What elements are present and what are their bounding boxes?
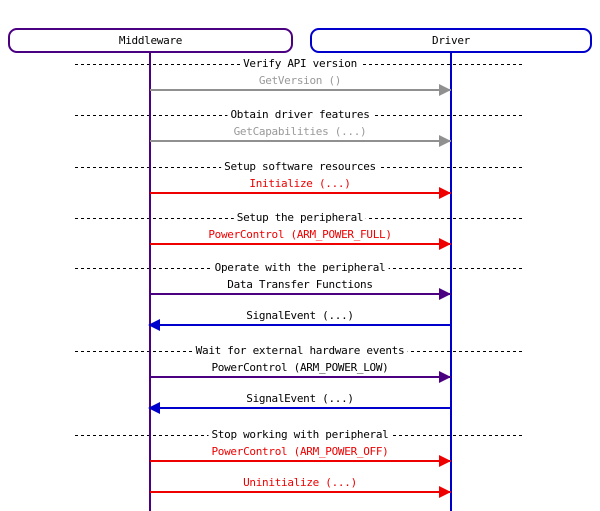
message-label: GetVersion () xyxy=(258,74,342,87)
message-line xyxy=(150,324,451,326)
message-label: GetCapabilities (...) xyxy=(233,125,367,138)
message-label: SignalEvent (...) xyxy=(246,309,354,322)
arrowhead-left-icon xyxy=(148,319,160,331)
message-label: PowerControl (ARM_POWER_OFF) xyxy=(211,445,389,458)
section-label: Wait for external hardware events xyxy=(192,343,408,358)
message-line xyxy=(150,89,451,91)
message-label: PowerControl (ARM_POWER_LOW) xyxy=(211,361,389,374)
message-line xyxy=(150,407,451,409)
actor-label-driver: Driver xyxy=(432,34,470,47)
arrowhead-right-icon xyxy=(439,455,451,467)
section-label: Setup the peripheral xyxy=(233,210,367,225)
message-line xyxy=(150,460,451,462)
section-label: Obtain driver features xyxy=(227,107,373,122)
message-line xyxy=(150,192,451,194)
arrowhead-right-icon xyxy=(439,187,451,199)
message-line xyxy=(150,293,451,295)
arrowhead-right-icon xyxy=(439,84,451,96)
message-label: PowerControl (ARM_POWER_FULL) xyxy=(208,228,392,241)
actor-box-middleware: Middleware xyxy=(8,28,293,53)
section-label: Stop working with peripheral xyxy=(208,427,392,442)
arrowhead-left-icon xyxy=(148,402,160,414)
message-line xyxy=(150,140,451,142)
message-label: Data Transfer Functions xyxy=(227,278,373,291)
arrowhead-right-icon xyxy=(439,238,451,250)
actor-box-driver: Driver xyxy=(310,28,592,53)
lifeline-middleware xyxy=(149,52,151,511)
message-label: Initialize (...) xyxy=(249,177,351,190)
section-label: Verify API version xyxy=(240,56,360,71)
lifeline-driver xyxy=(450,52,452,511)
message-line xyxy=(150,376,451,378)
arrowhead-right-icon xyxy=(439,486,451,498)
arrowhead-right-icon xyxy=(439,288,451,300)
message-line xyxy=(150,491,451,493)
message-label: Uninitialize (...) xyxy=(243,476,357,489)
section-label: Setup software resources xyxy=(221,159,379,174)
section-label: Operate with the peripheral xyxy=(211,260,389,275)
message-line xyxy=(150,243,451,245)
message-label: SignalEvent (...) xyxy=(246,392,354,405)
arrowhead-right-icon xyxy=(439,135,451,147)
actor-label-middleware: Middleware xyxy=(118,34,183,47)
arrowhead-right-icon xyxy=(439,371,451,383)
